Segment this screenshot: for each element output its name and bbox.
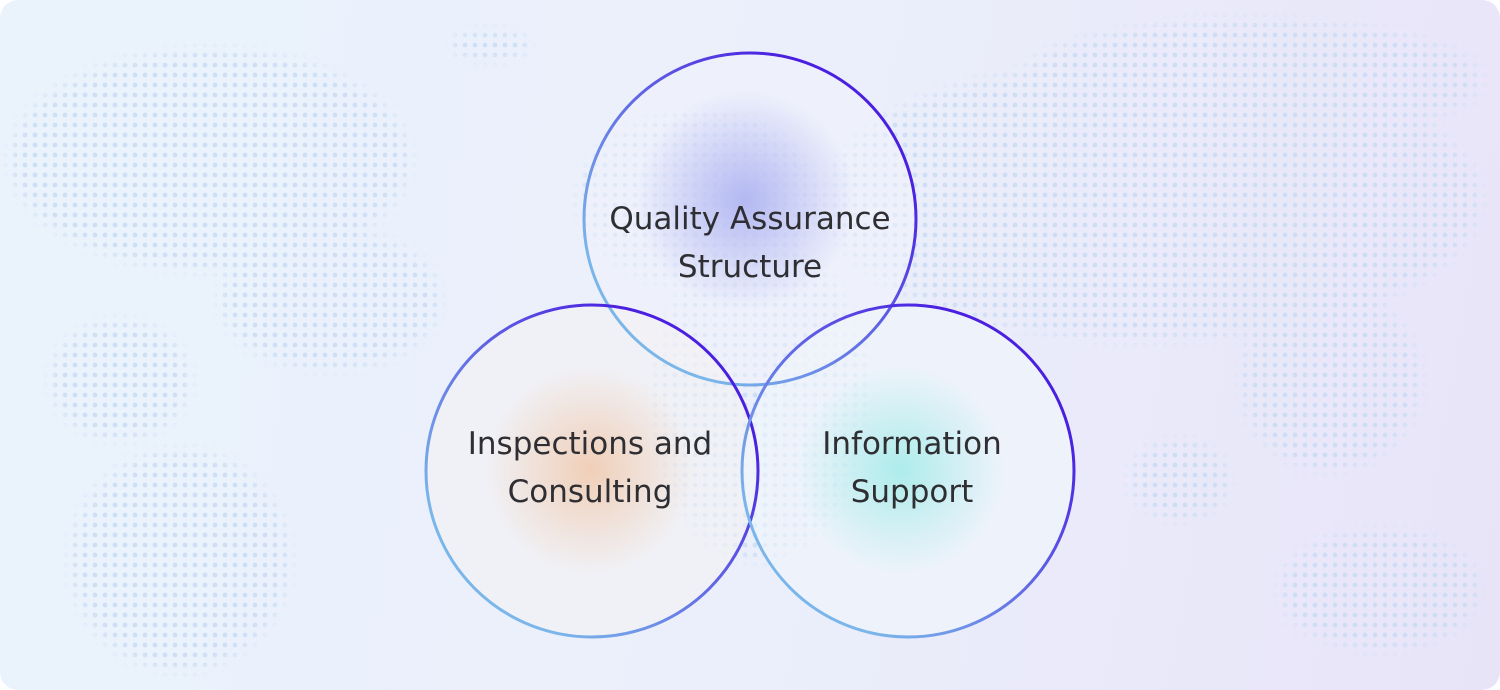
circle-inspections <box>424 303 760 639</box>
label-information: Information Support <box>752 420 1072 516</box>
label-inspections: Inspections and Consulting <box>430 420 750 516</box>
label-line: Quality Assurance <box>609 201 891 237</box>
label-line: Consulting <box>507 474 673 510</box>
circle-fills <box>426 53 1074 637</box>
label-line: Support <box>850 474 974 510</box>
circle-information <box>740 303 1076 639</box>
circle-quality-assurance <box>582 51 918 387</box>
label-line: Structure <box>677 249 823 285</box>
label-line: Inspections and <box>467 426 713 462</box>
label-line: Information <box>822 426 1002 462</box>
label-quality-assurance: Quality Assurance Structure <box>590 195 910 291</box>
